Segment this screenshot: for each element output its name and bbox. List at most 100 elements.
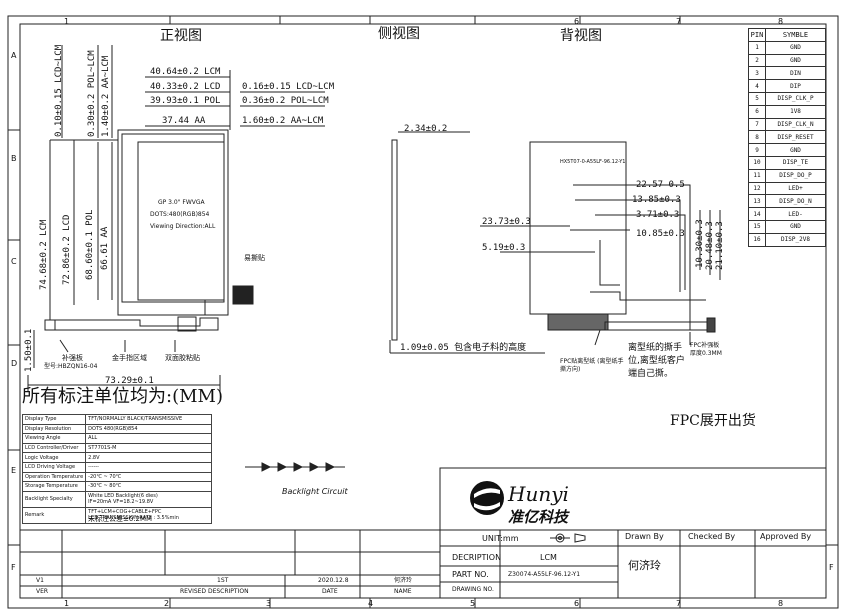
callout-stiffener-model: 型号:HBZQN16-04 bbox=[44, 363, 98, 370]
spec-value: ALL bbox=[85, 433, 212, 444]
back-view-title: 背视图 bbox=[560, 28, 602, 44]
frame-col-7: 7 bbox=[676, 17, 682, 26]
pin-number: 8 bbox=[748, 130, 766, 145]
pin-number: 10 bbox=[748, 155, 766, 170]
dim-back-h3: 3.71±0.3 bbox=[636, 210, 680, 220]
part-no-value: Z30074-A55LF-96.12-Y1 bbox=[508, 571, 581, 578]
spec-row: LCD Driving Voltage------ bbox=[21, 461, 212, 473]
frame-row-f: F bbox=[11, 563, 16, 572]
pin-number: 14 bbox=[748, 207, 766, 221]
spec-value: -30℃ ~ 80℃ bbox=[85, 481, 212, 492]
pin-number: 1 bbox=[748, 40, 766, 55]
spec-row: Storage Temperature-30℃ ~ 80℃ bbox=[21, 481, 212, 492]
rev-name-label: NAME bbox=[394, 588, 412, 595]
dim-back-h6: 5.19±0.3 bbox=[482, 243, 526, 253]
dim-pol-width: 39.93±0.1 POL bbox=[150, 96, 221, 106]
pin-number: 13 bbox=[748, 194, 766, 209]
frame-row-f-right: F bbox=[829, 563, 834, 572]
dim-aa-height: 66.61 AA bbox=[100, 226, 110, 270]
dim-aa-lcm-top: 1.40±0.2 AA~LCM bbox=[101, 55, 111, 137]
callout-gold-finger: 金手指区域 bbox=[112, 354, 147, 362]
spec-key: Display Type bbox=[21, 414, 87, 425]
spec-key: LCD Driving Voltage bbox=[21, 461, 87, 473]
pin-symbol: DISP_RESET bbox=[765, 130, 826, 145]
pin-number: 5 bbox=[748, 91, 766, 106]
callout-stiffener: 补强板 bbox=[62, 354, 83, 362]
frame-row-e: E bbox=[11, 466, 17, 475]
frame-bottom-1: 1 bbox=[64, 599, 70, 608]
dim-back-h4: 10.85±0.3 bbox=[636, 229, 685, 239]
unit-label: UNIT:mm bbox=[482, 534, 519, 543]
frame-bottom-6: 6 bbox=[574, 599, 580, 608]
frame-bottom-8: 8 bbox=[778, 599, 784, 608]
pin-symbol: LED+ bbox=[765, 181, 826, 196]
dim-lcd-lcm-offset: 0.16±0.15 LCD~LCM bbox=[242, 82, 335, 92]
spec-value: -20℃ ~ 70℃ bbox=[85, 471, 212, 483]
drawn-by-label: Drawn By bbox=[625, 532, 664, 541]
front-lcm-outline bbox=[117, 129, 229, 316]
spec-row: Operation Temperature-20℃ ~ 70℃ bbox=[21, 471, 212, 483]
title-block bbox=[439, 467, 827, 599]
pin-number: 2 bbox=[748, 53, 766, 68]
approved-by-label: Approved By bbox=[760, 532, 812, 541]
panel-model: GP 3.0" FWVGA bbox=[158, 199, 205, 206]
front-view-title: 正视图 bbox=[160, 28, 202, 44]
side-view-title: 侧视图 bbox=[378, 26, 420, 42]
dim-lcm-height: 74.68±0.2 LCM bbox=[39, 219, 49, 290]
pin-symbol: DISP_2V8 bbox=[765, 232, 826, 247]
panel-resolution: DOTS:480(RGB)854 bbox=[150, 211, 210, 218]
spec-value: ------ bbox=[85, 461, 212, 473]
pin-symbol: DISP_DO_N bbox=[765, 194, 826, 209]
dim-back-h1: 22.57 0.5 bbox=[636, 180, 685, 190]
drawing-no-label: DRAWING NO. bbox=[452, 586, 494, 593]
frame-row-d: D bbox=[11, 359, 18, 368]
pin-number: 4 bbox=[748, 79, 766, 93]
spec-key: Display Resolution bbox=[21, 423, 87, 435]
spec-value: ST7701S-M bbox=[85, 442, 212, 454]
frame-bottom-5: 5 bbox=[470, 599, 476, 608]
rev-ver-value: V1 bbox=[36, 577, 44, 584]
dim-component-height: 1.09±0.05 包含电子料的高度 bbox=[400, 343, 527, 353]
pin-symbol: DISP_TE bbox=[765, 155, 826, 170]
checked-by-label: Checked By bbox=[688, 532, 736, 541]
note-fpc-release: FPC贴离型纸 (离型纸手撕方向) bbox=[560, 358, 624, 373]
rev-desc-value: 1ST bbox=[217, 577, 229, 584]
pin-symbol: DISP_DO_P bbox=[765, 168, 826, 183]
frame-row-b: B bbox=[11, 154, 17, 163]
dim-lcd-lcm-top: 0.10±0.15 LCD~LCM bbox=[54, 44, 64, 137]
pin-symbol: 1V8 bbox=[765, 104, 826, 119]
dim-back-v3: 21.10±0.3 bbox=[715, 221, 725, 270]
spec-key: Viewing Angle bbox=[21, 433, 87, 444]
dim-aa-lcm-offset: 1.60±0.2 AA~LCM bbox=[242, 116, 324, 126]
spec-key: Operation Temperature bbox=[21, 471, 87, 483]
frame-bottom-7: 7 bbox=[676, 599, 682, 608]
dim-back-h5: 23.73±0.3 bbox=[482, 217, 531, 227]
note-release-paper: 离型纸的撕手位,离型纸客户端自己撕。 bbox=[628, 343, 685, 379]
frame-col-6: 6 bbox=[574, 17, 580, 26]
pin-number: 12 bbox=[748, 181, 766, 196]
spec-key: Remark bbox=[21, 506, 87, 524]
pin-symbol: DIP bbox=[765, 79, 826, 93]
dim-pol-lcm-offset: 0.36±0.2 POL~LCM bbox=[242, 96, 329, 106]
company-name-en: Hunyi bbox=[508, 482, 569, 506]
dim-back-h2: 13.85±0.3 bbox=[632, 195, 681, 205]
spec-key: Logic Voltage bbox=[21, 452, 87, 463]
unit-note: 所有标注单位均为:(MM) bbox=[22, 386, 223, 407]
panel-viewing: Viewing Direction:ALL bbox=[150, 223, 216, 230]
